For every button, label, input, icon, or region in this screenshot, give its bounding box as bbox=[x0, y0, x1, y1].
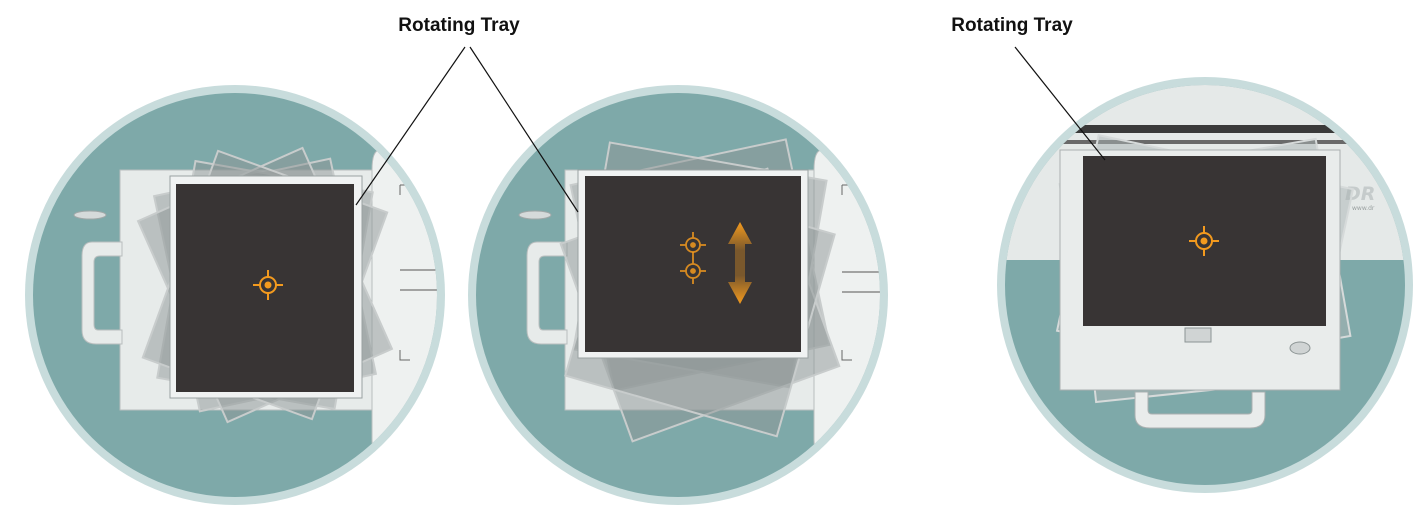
callout-right: Rotating Tray bbox=[951, 15, 1106, 161]
tray-knob bbox=[1289, 341, 1311, 355]
crosshair-target-icon bbox=[680, 252, 706, 284]
rail-corner-mark bbox=[841, 350, 852, 361]
panel-right: DR www.dr bbox=[997, 77, 1413, 493]
rail-corner-mark bbox=[399, 350, 410, 361]
crosshair-target-icon bbox=[253, 270, 283, 300]
crosshair-target-icon bbox=[1189, 226, 1219, 256]
brand-url: www.dr bbox=[1352, 205, 1375, 212]
panel-left bbox=[25, 85, 445, 505]
callout-line bbox=[355, 46, 466, 206]
tray-handle bbox=[81, 241, 123, 345]
top-rail-slot bbox=[1005, 140, 1405, 144]
tray-latch bbox=[1184, 327, 1212, 343]
tray-handle bbox=[526, 241, 568, 345]
callout-label-right: Rotating Tray bbox=[951, 15, 1073, 36]
knob bbox=[518, 210, 552, 220]
vertical-double-arrow-icon bbox=[728, 222, 752, 304]
tray-handle bbox=[1134, 391, 1266, 429]
side-rail bbox=[371, 149, 437, 481]
tray-surface bbox=[176, 184, 354, 392]
callout-line bbox=[1014, 46, 1106, 161]
panel-middle bbox=[468, 85, 888, 505]
callout-left: Rotating Tray bbox=[355, 15, 579, 213]
callout-label-left: Rotating Tray bbox=[398, 15, 520, 36]
knob bbox=[73, 210, 107, 220]
top-rail-slot bbox=[1005, 125, 1405, 133]
callout-line bbox=[469, 46, 579, 213]
side-rail bbox=[813, 149, 880, 481]
